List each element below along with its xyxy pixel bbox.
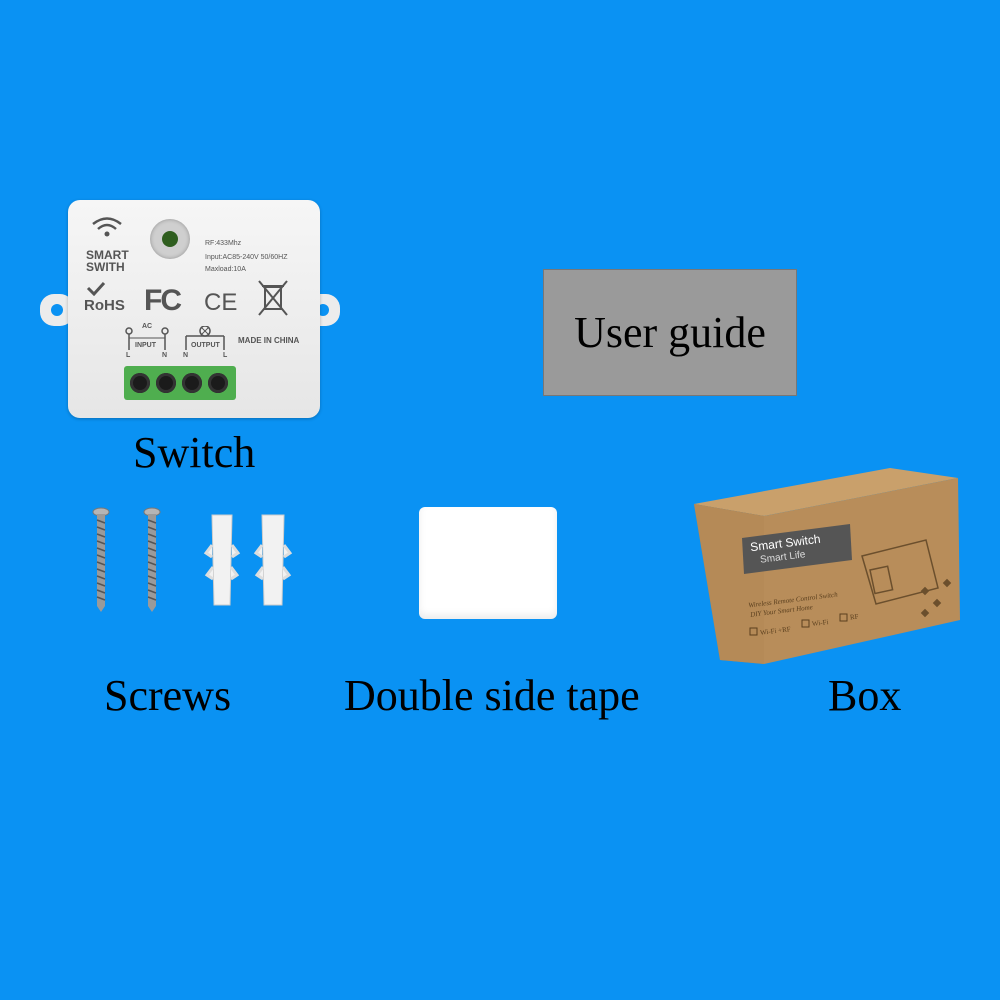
weee-bin-icon bbox=[258, 280, 288, 316]
rohs-mark: RoHS bbox=[84, 297, 125, 314]
fc-mark: FC bbox=[144, 284, 182, 317]
tape-caption: Double side tape bbox=[344, 671, 640, 720]
output-label: OUTPUT bbox=[191, 342, 220, 349]
pairing-button bbox=[150, 219, 190, 259]
right-mounting-ear bbox=[306, 294, 340, 326]
wifi-icon bbox=[92, 217, 122, 237]
wall-anchor-icon bbox=[203, 514, 241, 606]
check-icon bbox=[86, 282, 106, 296]
maxload-spec: Maxload:10A bbox=[205, 266, 246, 273]
user-guide-label: User guide bbox=[574, 308, 766, 357]
terminal-l-out: L bbox=[223, 352, 228, 359]
wall-anchor-icon bbox=[253, 514, 293, 606]
box-option-3: RF bbox=[849, 612, 860, 622]
screw-icon bbox=[143, 507, 161, 612]
user-guide-card: User guide bbox=[543, 269, 797, 396]
terminal-n-out: N bbox=[183, 352, 189, 359]
box-caption: Box bbox=[828, 671, 902, 720]
ac-label: AC bbox=[142, 323, 153, 330]
terminal-n-in: N bbox=[162, 352, 168, 359]
terminal-block bbox=[124, 366, 236, 400]
screws-caption: Screws bbox=[104, 671, 232, 720]
brand-line-1: SMART bbox=[86, 248, 129, 262]
switch-body bbox=[68, 200, 320, 418]
input-label: INPUT bbox=[135, 342, 156, 349]
ce-mark: CE bbox=[204, 289, 238, 316]
double-side-tape bbox=[419, 507, 557, 619]
input-spec: Input:AC85-240V 50/60HZ bbox=[205, 254, 288, 261]
made-in-china: MADE IN CHINA bbox=[238, 336, 300, 345]
screw-icon bbox=[92, 507, 110, 612]
rf-spec: RF:433Mhz bbox=[205, 240, 242, 247]
product-box-image bbox=[694, 468, 960, 664]
wiring-diagram-icon bbox=[125, 326, 225, 350]
terminal-l-in: L bbox=[126, 352, 131, 359]
screws-and-anchors-image bbox=[92, 507, 293, 612]
brand-line-2: SWITH bbox=[86, 260, 125, 274]
switch-caption: Switch bbox=[133, 428, 256, 477]
left-mounting-ear bbox=[40, 294, 74, 326]
